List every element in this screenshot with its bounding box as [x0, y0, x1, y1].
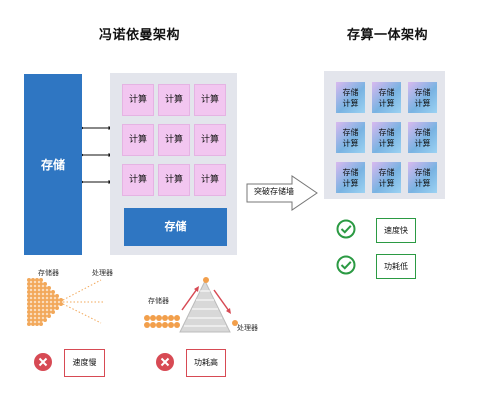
fast-status-box: 速度快 [376, 218, 416, 243]
cim-cell: 存储 计算 [336, 162, 365, 193]
storage-wall-arrow [246, 175, 318, 211]
cim-cell-storage-label: 存储 [342, 87, 359, 97]
low-power-status-box: 功耗低 [376, 254, 416, 279]
cim-cell: 存储 计算 [372, 162, 401, 193]
storage-processor-dot-diagram [27, 278, 105, 326]
calc-cell: 计算 [158, 124, 190, 156]
cim-cell-calc-label: 计算 [342, 138, 359, 148]
cim-cell: 存储 计算 [336, 82, 365, 113]
left-processor-caption: 处理器 [92, 269, 113, 277]
triangle-storage-caption: 存储器 [148, 297, 169, 305]
cim-cell: 存储 计算 [408, 82, 437, 113]
cim-cell-calc-label: 计算 [414, 138, 431, 148]
storage-wall-label: 突破存储墙 [254, 187, 294, 196]
cim-cell-storage-label: 存储 [378, 167, 395, 177]
cim-cell: 存储 计算 [408, 162, 437, 193]
cim-cell-calc-label: 计算 [342, 98, 359, 108]
von-neumann-title: 冯诺依曼架构 [99, 28, 181, 43]
cim-cell-storage-label: 存储 [342, 127, 359, 137]
high-power-cross-icon [156, 353, 174, 371]
calc-cell: 计算 [158, 84, 190, 116]
cim-cell-storage-label: 存储 [414, 87, 431, 97]
cim-cell-calc-label: 计算 [342, 178, 359, 188]
cim-cell-calc-label: 计算 [378, 178, 395, 188]
calc-cell: 计算 [194, 164, 226, 196]
cim-cell-storage-label: 存储 [342, 167, 359, 177]
cim-cell-calc-label: 计算 [414, 178, 431, 188]
cim-cell-storage-label: 存储 [414, 167, 431, 177]
slow-status-box: 速度慢 [64, 349, 105, 377]
left-storage-caption: 存储器 [38, 269, 59, 277]
cim-cell-storage-label: 存储 [414, 127, 431, 137]
left-storage-label: 存储 [40, 158, 65, 172]
connection-arrows [82, 126, 113, 184]
calc-cell: 计算 [194, 124, 226, 156]
cim-cell-storage-label: 存储 [378, 87, 395, 97]
cim-cell: 存储 计算 [408, 122, 437, 153]
cim-cell: 存储 计算 [372, 82, 401, 113]
cim-cell: 存储 计算 [336, 122, 365, 153]
calc-cell: 计算 [122, 124, 154, 156]
calc-cell: 计算 [158, 164, 190, 196]
left-storage-panel: 存储 [24, 74, 82, 255]
cim-cell-calc-label: 计算 [414, 98, 431, 108]
calc-cell: 计算 [122, 84, 154, 116]
cim-cell: 存储 计算 [372, 122, 401, 153]
cim-title: 存算一体架构 [347, 28, 429, 43]
high-power-status-box: 功耗高 [186, 349, 226, 377]
cim-cell-storage-label: 存储 [378, 127, 395, 137]
cim-cell-calc-label: 计算 [378, 138, 395, 148]
low-power-check-icon [336, 255, 356, 275]
calc-cell: 计算 [194, 84, 226, 116]
triangle-processor-caption: 处理器 [237, 324, 258, 332]
calc-cell: 计算 [122, 164, 154, 196]
fast-check-icon [336, 219, 356, 239]
cim-cell-calc-label: 计算 [378, 98, 395, 108]
slow-cross-icon [34, 353, 52, 371]
storage-wall-triangle-diagram [144, 277, 238, 333]
bottom-storage-block: 存储 [124, 208, 227, 246]
